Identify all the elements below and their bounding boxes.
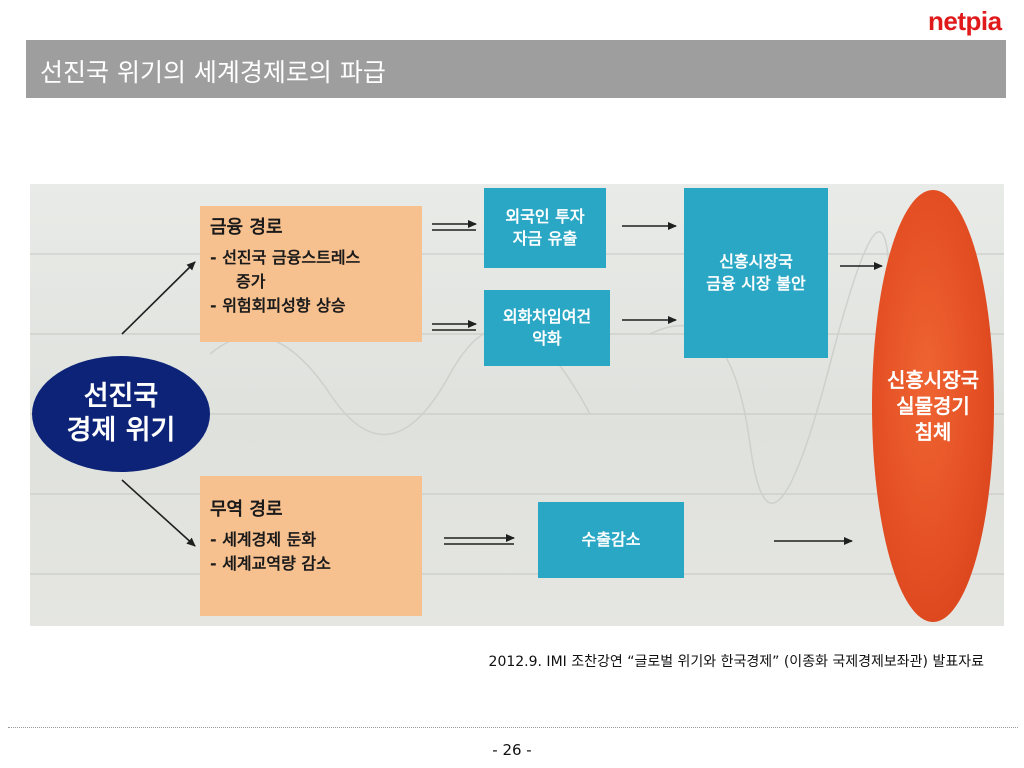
source-citation: 2012.9. IMI 조찬강연 “글로벌 위기와 한국경제” (이종화 국제경… <box>488 654 984 670</box>
trade-route-line2: - 세계교역량 감소 <box>210 554 331 573</box>
foreign-investment-outflow-box: 외국인 투자 자금 유출 <box>484 188 606 268</box>
foreign-investment-label: 외국인 투자 자금 유출 <box>505 207 585 248</box>
slide-title: 선진국 위기의 세계경제로의 파급 <box>40 58 386 87</box>
arrow-origin-to-financial <box>121 261 196 335</box>
export-decline-box: 수출감소 <box>538 502 684 578</box>
netpia-logo: netpia <box>928 6 1002 36</box>
flow-diagram: 선진국 경제 위기 금융 경로 - 선진국 금융스트레스 증가 - 위험회피성향… <box>30 184 1004 626</box>
financial-route-line1-cont: 증가 <box>236 272 266 291</box>
footer-divider <box>8 727 1018 728</box>
financial-route-heading: 금융 경로 <box>210 217 283 238</box>
flow-arrows <box>121 220 883 547</box>
fx-borrowing-label: 외화차입여건 악화 <box>502 307 592 348</box>
financial-route-line1: - 선진국 금융스트레스 <box>210 248 361 267</box>
origin-advanced-economy-crisis: 선진국 경제 위기 <box>32 356 210 472</box>
export-decline-label: 수출감소 <box>581 530 641 549</box>
origin-label: 선진국 경제 위기 <box>66 381 176 446</box>
page-number: - 26 - <box>492 741 532 759</box>
outcome-emerging-recession: 신흥시장국 실물경기 침체 <box>872 190 994 622</box>
emerging-financial-label: 신흥시장국 금융 시장 불안 <box>706 252 806 293</box>
trade-route-line1: - 세계경제 둔화 <box>210 530 317 549</box>
outcome-label: 신흥시장국 실물경기 침체 <box>887 368 979 444</box>
arrow-origin-to-trade <box>121 479 196 547</box>
trade-route-box: 무역 경로 - 세계경제 둔화 - 세계교역량 감소 <box>200 476 422 616</box>
trade-route-heading: 무역 경로 <box>210 499 283 520</box>
emerging-financial-instability-box: 신흥시장국 금융 시장 불안 <box>684 188 828 358</box>
financial-route-box: 금융 경로 - 선진국 금융스트레스 증가 - 위험회피성향 상승 <box>200 206 422 342</box>
title-bar: 선진국 위기의 세계경제로의 파급 <box>26 40 1006 98</box>
financial-route-line2: - 위험회피성향 상승 <box>210 296 346 315</box>
fx-borrowing-box: 외화차입여건 악화 <box>484 290 610 366</box>
